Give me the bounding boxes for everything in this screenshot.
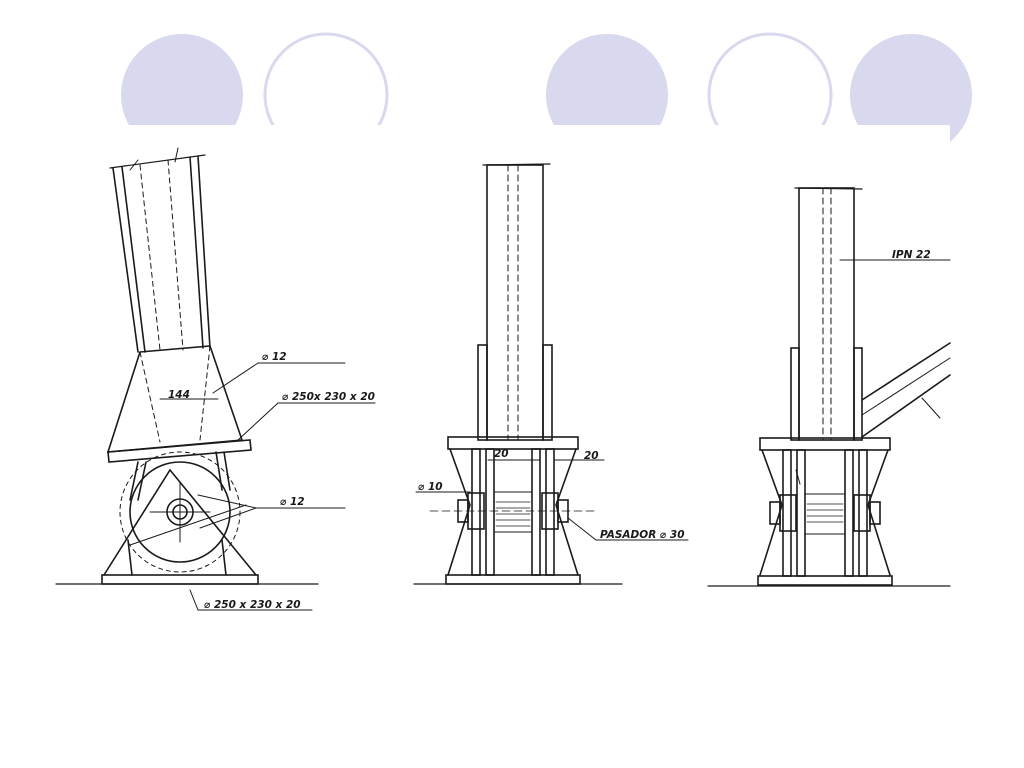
label-phi12-mid: ⌀ 12 xyxy=(280,496,305,508)
label-plate-bottom: ⌀ 250 x 230 x 20 xyxy=(204,599,301,611)
label-phi10: ⌀ 10 xyxy=(418,481,443,493)
header-circles xyxy=(0,32,972,160)
left-view xyxy=(55,147,376,611)
label-pin: PASADOR ⌀ 30 xyxy=(600,529,685,541)
center-view xyxy=(413,163,689,585)
label-plate-top: ⌀ 250x 230 x 20 xyxy=(282,391,375,403)
label-phi12-top: ⌀ 12 xyxy=(262,351,287,363)
label-dim-144: 144 xyxy=(168,389,190,401)
right-view xyxy=(707,187,951,587)
label-dim20-left: 20 xyxy=(494,448,509,460)
drawing-labels: ⌀ 12 ⌀ 250x 230 x 20 144 ⌀ 12 ⌀ 250 x 23… xyxy=(168,249,931,611)
label-dim20-right: 20 xyxy=(584,450,599,462)
label-profile: IPN 22 xyxy=(892,249,931,261)
